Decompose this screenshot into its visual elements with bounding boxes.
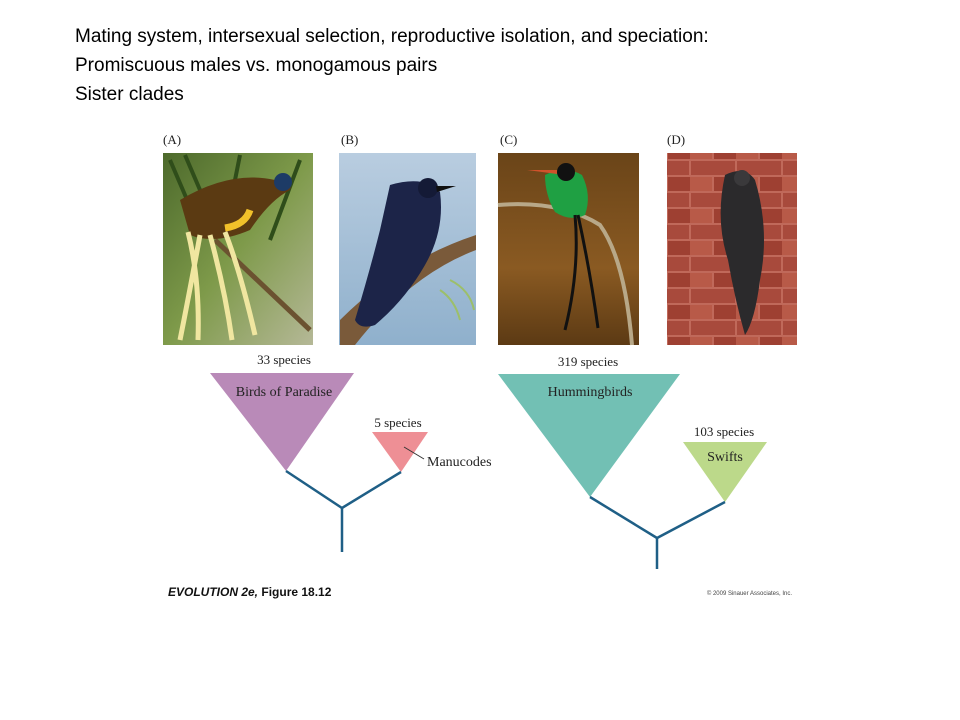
hummingbirds-label: Hummingbirds bbox=[548, 385, 633, 400]
hummingbirds-count: 319 species bbox=[558, 354, 618, 369]
panel-label-c: (C) bbox=[500, 132, 517, 147]
birds-of-paradise-count: 33 species bbox=[257, 352, 311, 367]
manucodes-leader-line bbox=[403, 446, 425, 460]
left-tree-branches bbox=[285, 469, 402, 510]
panel-label-b: (B) bbox=[341, 132, 358, 147]
birds-of-paradise-label: Birds of Paradise bbox=[236, 385, 332, 400]
swifts-count: 103 species bbox=[694, 424, 754, 439]
right-tree-branches bbox=[589, 495, 726, 540]
caption-tail: Figure 18.12 bbox=[258, 585, 332, 599]
bird-of-paradise-photo bbox=[163, 153, 313, 345]
manucodes-count: 5 species bbox=[374, 415, 421, 430]
manucode-photo bbox=[339, 153, 476, 345]
birds-of-paradise-triangle bbox=[210, 373, 354, 471]
manucodes-triangle bbox=[372, 432, 428, 472]
swifts-triangle bbox=[683, 442, 767, 502]
figure-caption: EVOLUTION 2e, Figure 18.12 bbox=[168, 585, 332, 599]
swifts-label: Swifts bbox=[707, 450, 743, 465]
manucodes-label: Manucodes bbox=[427, 455, 492, 470]
panel-label-d: (D) bbox=[667, 132, 685, 147]
slide-title: Mating system, intersexual selection, re… bbox=[75, 22, 709, 109]
title-line-1: Mating system, intersexual selection, re… bbox=[75, 26, 709, 47]
title-line-2: Promiscuous males vs. monogamous pairs bbox=[75, 55, 438, 76]
swift-photo bbox=[667, 153, 797, 345]
panel-label-a: (A) bbox=[163, 132, 181, 147]
hummingbirds-triangle bbox=[498, 374, 680, 497]
hummingbird-photo bbox=[497, 153, 639, 346]
title-line-3: Sister clades bbox=[75, 84, 184, 105]
caption-main: EVOLUTION 2e, bbox=[168, 585, 258, 599]
copyright-notice: © 2009 Sinauer Associates, Inc. bbox=[707, 590, 792, 597]
